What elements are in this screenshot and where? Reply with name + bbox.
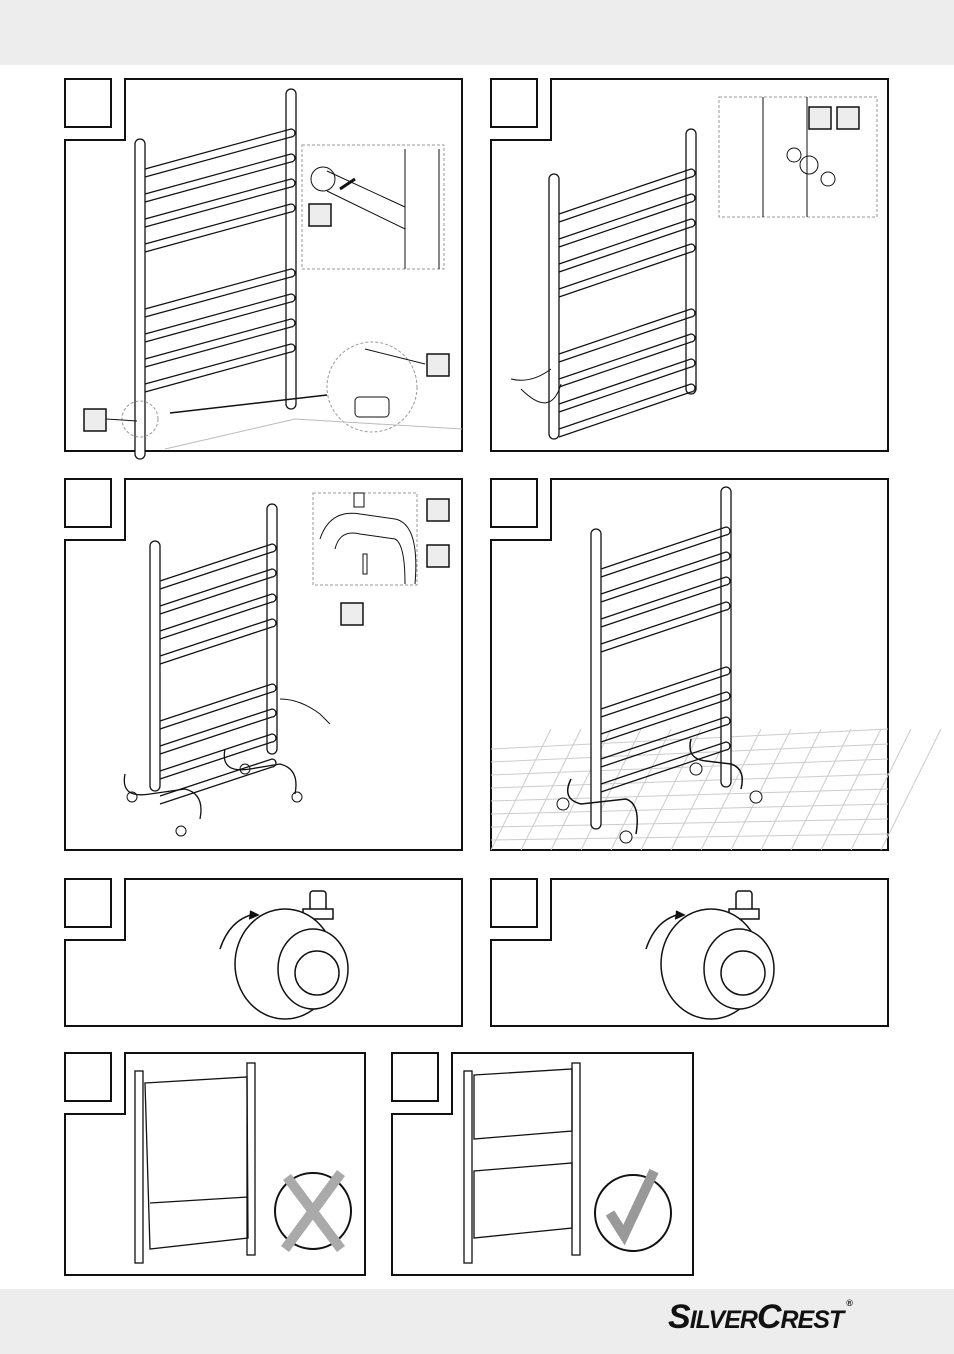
illustration-panel-castor-unlock [490,878,889,1027]
panel-frame [64,78,463,452]
check-icon [594,1168,672,1252]
towel [144,1076,249,1250]
castor-unlock-illustration [490,878,889,1027]
stand-assembly-illustration [64,478,463,851]
free-standing-rack-illustration [490,478,942,851]
step-number-box [490,478,538,528]
illustration-panel-correct-drying [391,1052,694,1276]
castor-wheel [219,890,349,1020]
part-label-box [426,498,450,522]
part-label-box [836,106,860,130]
step-number-box [64,1052,112,1102]
illustration-panel-wall-mount-assembly [64,78,463,460]
illustration-panel-stand-assembly [64,478,463,851]
illustration-panel-incorrect-covering [64,1052,366,1276]
part-label-box [808,106,832,130]
wall-mount-detail-illustration [490,78,889,452]
castor-lock-illustration [64,878,463,1027]
detail-inset [312,492,418,586]
illustration-panel-wall-mount-detail [490,78,889,452]
step-number-box [64,478,112,528]
header-band [0,0,954,65]
towel-rack [134,88,297,460]
panel-frame [490,478,889,851]
incorrect-covering-illustration [64,1052,366,1276]
illustration-panel-free-standing-rack [490,478,942,851]
silvercrest-logo: SILVERCREST® [668,1298,853,1336]
part-label-box [308,203,332,227]
footer-band [0,1289,954,1354]
cross-icon [274,1170,352,1252]
floor-grid [490,728,942,851]
detail-circle [326,341,418,433]
part-label-box [83,408,107,432]
wall-mount-assembly-illustration [64,78,463,460]
step-number-box [64,878,112,928]
towel [473,1068,573,1140]
part-label-box [340,602,364,626]
correct-drying-illustration [391,1052,694,1276]
panel-frame [64,478,463,851]
castor-wheel [645,890,775,1020]
towel-rack [548,128,697,440]
part-label-box [426,353,450,377]
detail-inset [718,96,878,218]
step-number-box [490,878,538,928]
detail-inset [301,144,445,270]
towel-rack [590,486,732,830]
part-label-box [426,544,450,568]
step-number-box [391,1052,439,1102]
towel-rack [149,503,278,805]
illustration-panel-castor-lock [64,878,463,1027]
step-number-box [490,78,538,128]
step-number-box [64,78,112,128]
